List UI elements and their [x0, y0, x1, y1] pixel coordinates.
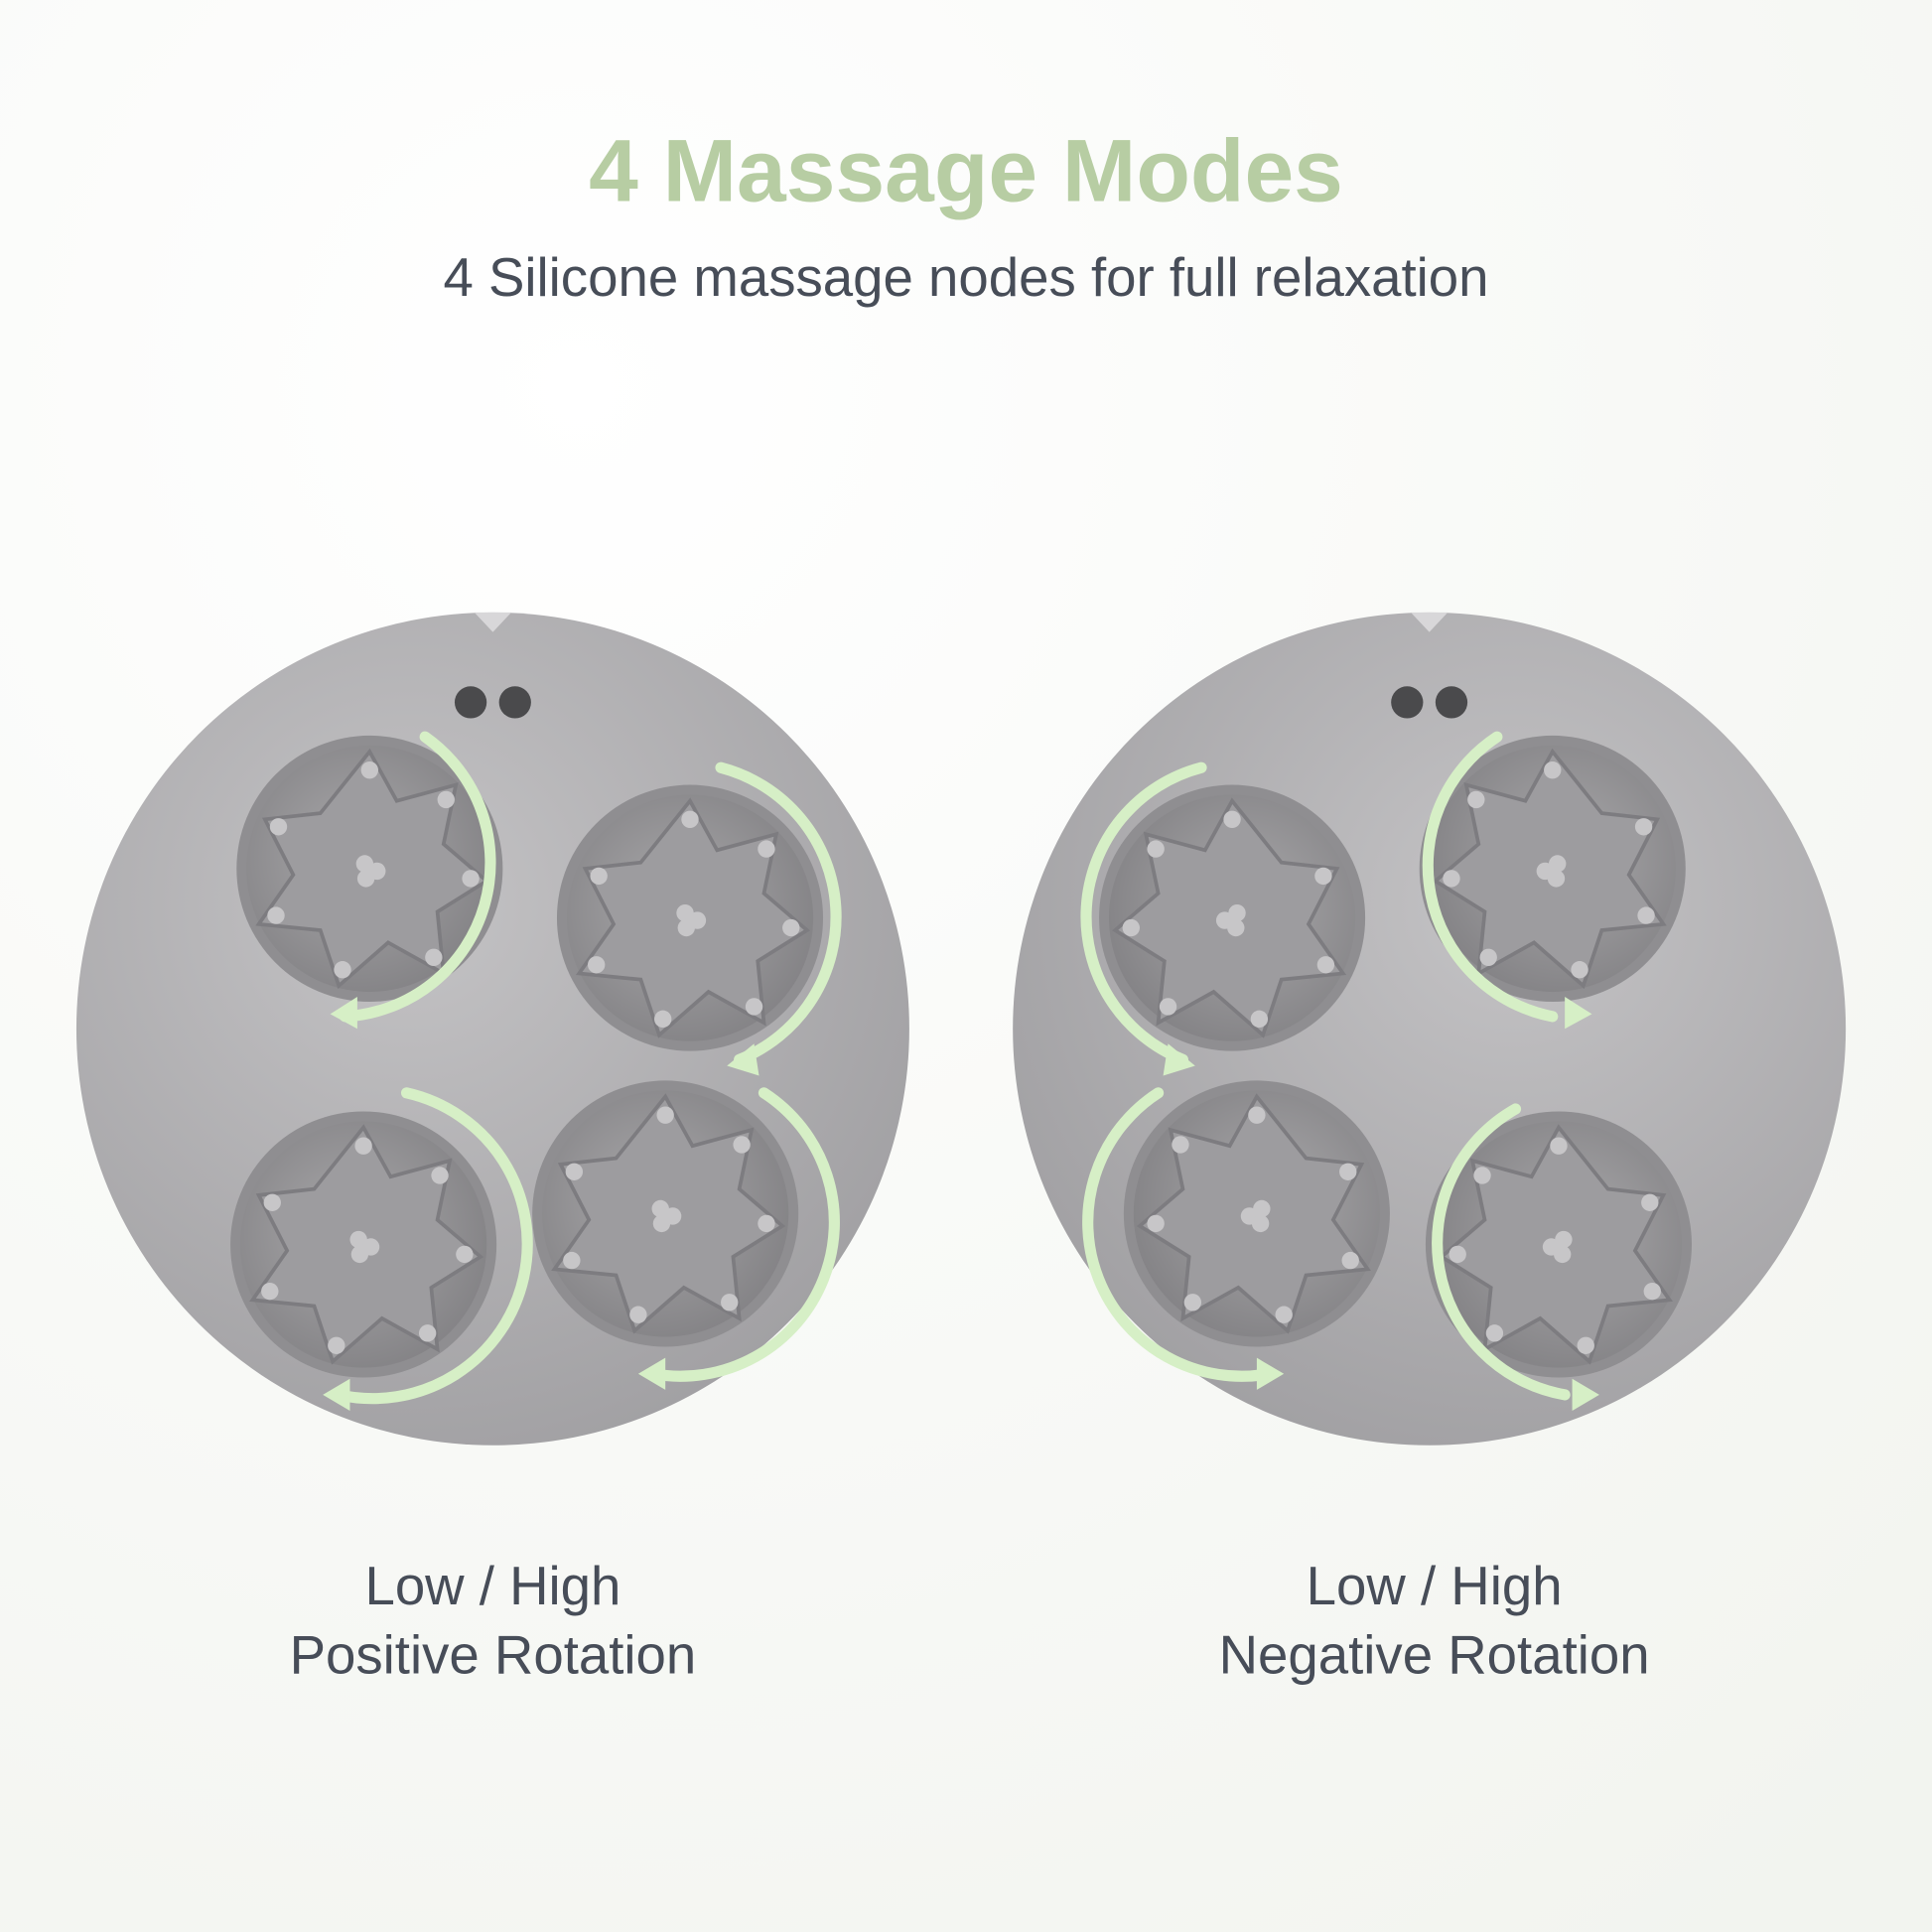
mode-label-positive: Low / High Positive Rotation: [290, 1556, 697, 1686]
counterclockwise-arrows: [1080, 731, 1599, 1412]
page-subtitle: 4 Silicone massage nodes for full relaxa…: [443, 247, 1488, 308]
speed-label: Low / High: [1307, 1556, 1563, 1616]
rotation-label: Positive Rotation: [290, 1624, 697, 1685]
clockwise-arrows: [323, 731, 842, 1412]
device-positive-rotation: [76, 613, 909, 1446]
page-title: 4 Massage Modes: [589, 120, 1343, 219]
speed-label: Low / High: [364, 1556, 621, 1616]
device-negative-rotation: [1013, 613, 1846, 1446]
rotation-label: Negative Rotation: [1219, 1624, 1650, 1685]
mode-label-negative: Low / High Negative Rotation: [1219, 1556, 1650, 1686]
